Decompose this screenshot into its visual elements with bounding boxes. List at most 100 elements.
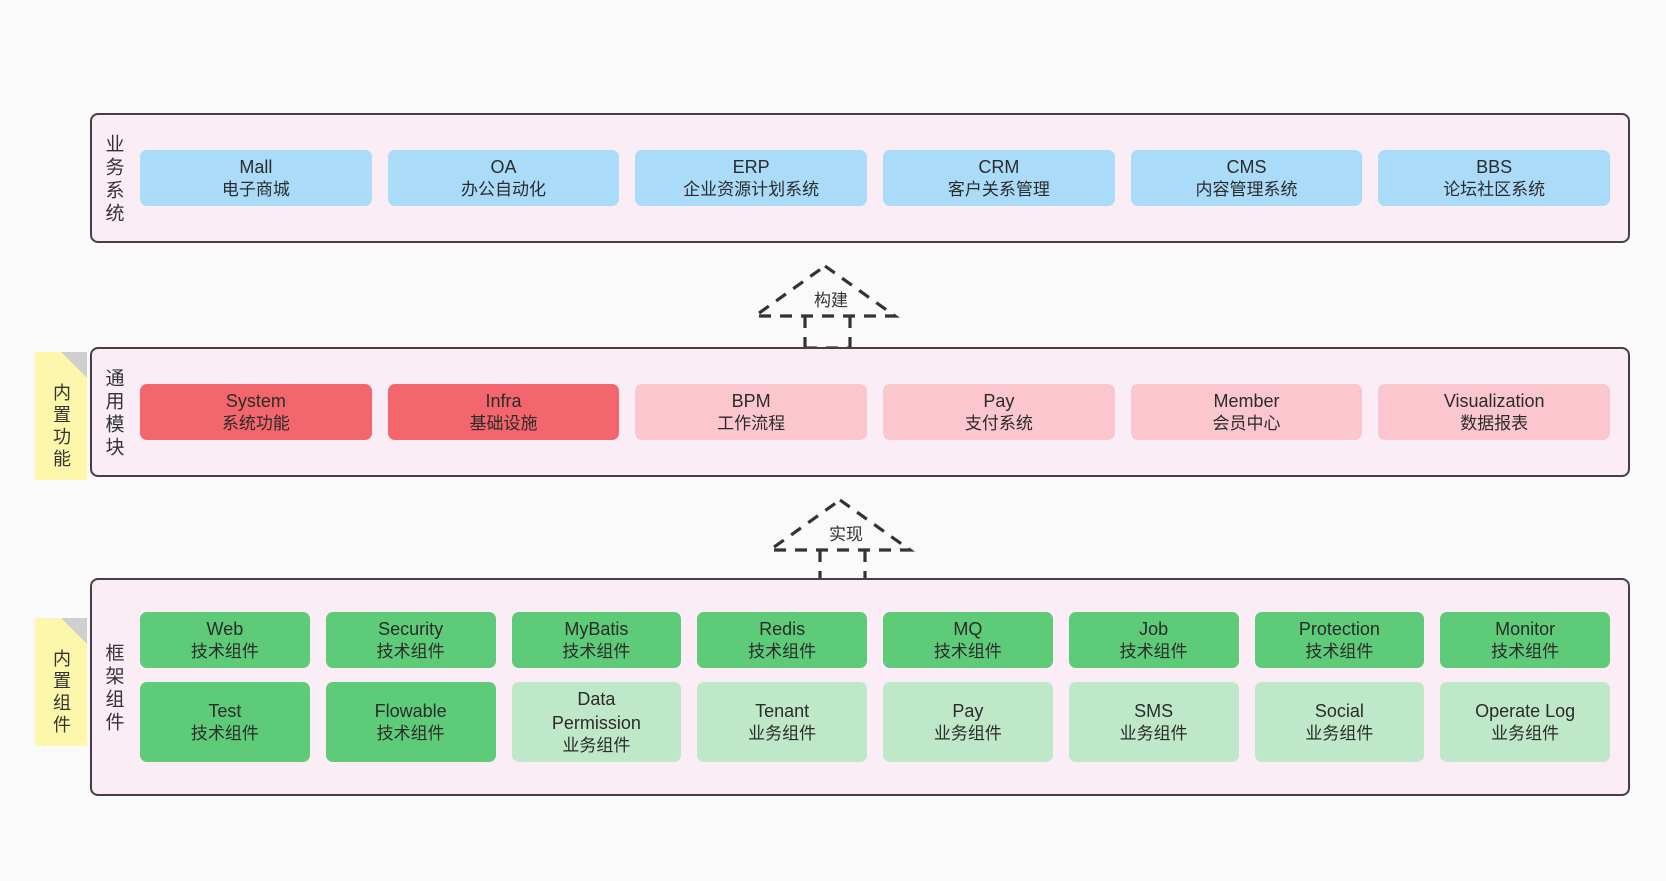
card-subtitle: 技术组件	[190, 641, 259, 661]
card-title: System	[225, 390, 286, 411]
card-test[interactable]: Test 技术组件	[140, 682, 310, 763]
card-bbs[interactable]: BBS 论坛社区系统	[1378, 149, 1611, 207]
card-subtitle: 企业资源计划系统	[683, 179, 820, 199]
card-subtitle: 业务组件	[562, 735, 631, 755]
card-title: Data Permission	[551, 689, 641, 733]
card-crm[interactable]: CRM 客户关系管理	[883, 149, 1115, 207]
card-monitor[interactable]: Monitor 技术组件	[1440, 611, 1610, 669]
card-title: SMS	[1134, 701, 1174, 721]
card-subtitle: 业务组件	[1119, 724, 1188, 744]
card-subtitle: 数据报表	[1460, 413, 1529, 433]
card-data-permission[interactable]: Data Permission 业务组件	[511, 682, 682, 763]
card-subtitle: 业务组件	[933, 724, 1002, 744]
card-sms[interactable]: SMS 业务组件	[1068, 682, 1239, 763]
card-system[interactable]: System 系统功能	[140, 383, 372, 441]
card-subtitle: 内容管理系统	[1195, 179, 1298, 199]
card-cms[interactable]: CMS 内容管理系统	[1130, 149, 1363, 207]
layer-title-framework-components: 框架组件	[102, 643, 124, 735]
card-title: Redis	[759, 618, 806, 639]
card-title: MyBatis	[564, 618, 629, 639]
card-erp[interactable]: ERP 企业资源计划系统	[635, 149, 868, 207]
connector-label-build: 构建	[812, 286, 850, 311]
card-flowable[interactable]: Flowable 技术组件	[325, 682, 496, 763]
layer-common-modules: 通用模块 System 系统功能 Infra 基础设施 BPM 工作流程 Pay…	[90, 347, 1630, 477]
card-title: Test	[208, 701, 242, 721]
card-subtitle: 会员中心	[1212, 413, 1281, 433]
card-subtitle: 业务组件	[1305, 724, 1374, 744]
card-subtitle: 系统功能	[221, 413, 290, 433]
card-job[interactable]: Job 技术组件	[1068, 611, 1239, 669]
card-operate-log[interactable]: Operate Log 业务组件	[1440, 682, 1610, 763]
card-subtitle: 技术组件	[1119, 641, 1188, 661]
card-subtitle: 技术组件	[562, 641, 631, 661]
card-social[interactable]: Social 业务组件	[1254, 682, 1425, 763]
card-title: Flowable	[374, 701, 447, 721]
connector-implement: 实现	[765, 492, 935, 584]
card-title: Infra	[485, 390, 522, 411]
card-subtitle: 技术组件	[1491, 641, 1560, 661]
card-title: Pay	[952, 701, 984, 721]
card-subtitle: 办公自动化	[461, 179, 546, 199]
card-web[interactable]: Web 技术组件	[140, 611, 310, 669]
card-row: Mall 电子商城 OA 办公自动化 ERP 企业资源计划系统 CRM 客户关系…	[140, 149, 1611, 207]
layer-body-framework-components: Web 技术组件 Security 技术组件 MyBatis 技术组件 Redi…	[134, 580, 1628, 794]
note-text: 内置组件	[51, 649, 71, 737]
card-protection[interactable]: Protection 技术组件	[1254, 611, 1425, 669]
note-fold-corner	[61, 352, 87, 378]
card-subtitle: 技术组件	[376, 641, 445, 661]
card-title: OA	[490, 156, 517, 177]
card-title: Visualization	[1443, 390, 1545, 411]
layer-body-business-systems: Mall 电子商城 OA 办公自动化 ERP 企业资源计划系统 CRM 客户关系…	[134, 115, 1628, 241]
card-member[interactable]: Member 会员中心	[1130, 383, 1363, 441]
card-subtitle: 客户关系管理	[947, 179, 1050, 199]
card-title: Pay	[983, 390, 1015, 411]
card-security[interactable]: Security 技术组件	[325, 611, 496, 669]
card-title: Job	[1139, 618, 1169, 639]
layer-framework-components: 框架组件 Web 技术组件 Security 技术组件 MyBatis 技术组件…	[90, 578, 1630, 796]
card-subtitle: 电子商城	[221, 179, 290, 199]
card-title: Mall	[239, 156, 273, 177]
card-subtitle: 支付系统	[964, 413, 1033, 433]
card-row: Test 技术组件 Flowable 技术组件 Data Permission …	[140, 682, 1610, 763]
card-title: BPM	[731, 390, 771, 411]
card-mybatis[interactable]: MyBatis 技术组件	[511, 611, 682, 669]
card-title: BBS	[1476, 156, 1513, 177]
card-oa[interactable]: OA 办公自动化	[387, 149, 620, 207]
card-subtitle: 业务组件	[748, 724, 817, 744]
card-title: Member	[1213, 390, 1280, 411]
card-subtitle: 论坛社区系统	[1443, 179, 1546, 199]
card-title: ERP	[732, 156, 770, 177]
layer-title-business-systems: 业务系统	[102, 134, 124, 226]
card-redis[interactable]: Redis 技术组件	[697, 611, 867, 669]
layer-body-common-modules: System 系统功能 Infra 基础设施 BPM 工作流程 Pay 支付系统…	[134, 349, 1628, 475]
card-bpm[interactable]: BPM 工作流程	[635, 383, 868, 441]
connector-label-implement: 实现	[827, 520, 865, 545]
card-title: Operate Log	[1475, 701, 1576, 721]
card-infra[interactable]: Infra 基础设施	[387, 383, 620, 441]
layer-title-common-modules: 通用模块	[102, 368, 124, 460]
card-subtitle: 技术组件	[1305, 641, 1374, 661]
card-title: Monitor	[1495, 618, 1556, 639]
connector-build: 构建	[750, 258, 920, 350]
card-row: Web 技术组件 Security 技术组件 MyBatis 技术组件 Redi…	[140, 611, 1610, 669]
card-title: Tenant	[755, 701, 810, 721]
card-title: Web	[206, 618, 244, 639]
card-title: CRM	[978, 156, 1020, 177]
card-row: System 系统功能 Infra 基础设施 BPM 工作流程 Pay 支付系统…	[140, 383, 1611, 441]
generalization-arrowhead	[765, 498, 915, 552]
card-tenant[interactable]: Tenant 业务组件	[697, 682, 867, 763]
card-mq[interactable]: MQ 技术组件	[883, 611, 1053, 669]
card-visualization[interactable]: Visualization 数据报表	[1378, 383, 1611, 441]
card-pay-module[interactable]: Pay 支付系统	[883, 383, 1115, 441]
card-subtitle: 基础设施	[469, 413, 538, 433]
layer-business-systems: 业务系统 Mall 电子商城 OA 办公自动化 ERP 企业资源计划系统 CRM…	[90, 113, 1630, 243]
card-title: CMS	[1226, 156, 1267, 177]
sticky-note-builtin-components: 内置组件	[35, 618, 87, 746]
generalization-arrowhead	[750, 264, 900, 318]
card-subtitle: 技术组件	[376, 724, 445, 744]
card-title: Security	[378, 618, 444, 639]
sticky-note-builtin-features: 内置功能	[35, 352, 87, 480]
card-pay-component[interactable]: Pay 业务组件	[883, 682, 1053, 763]
card-mall[interactable]: Mall 电子商城	[140, 149, 372, 207]
